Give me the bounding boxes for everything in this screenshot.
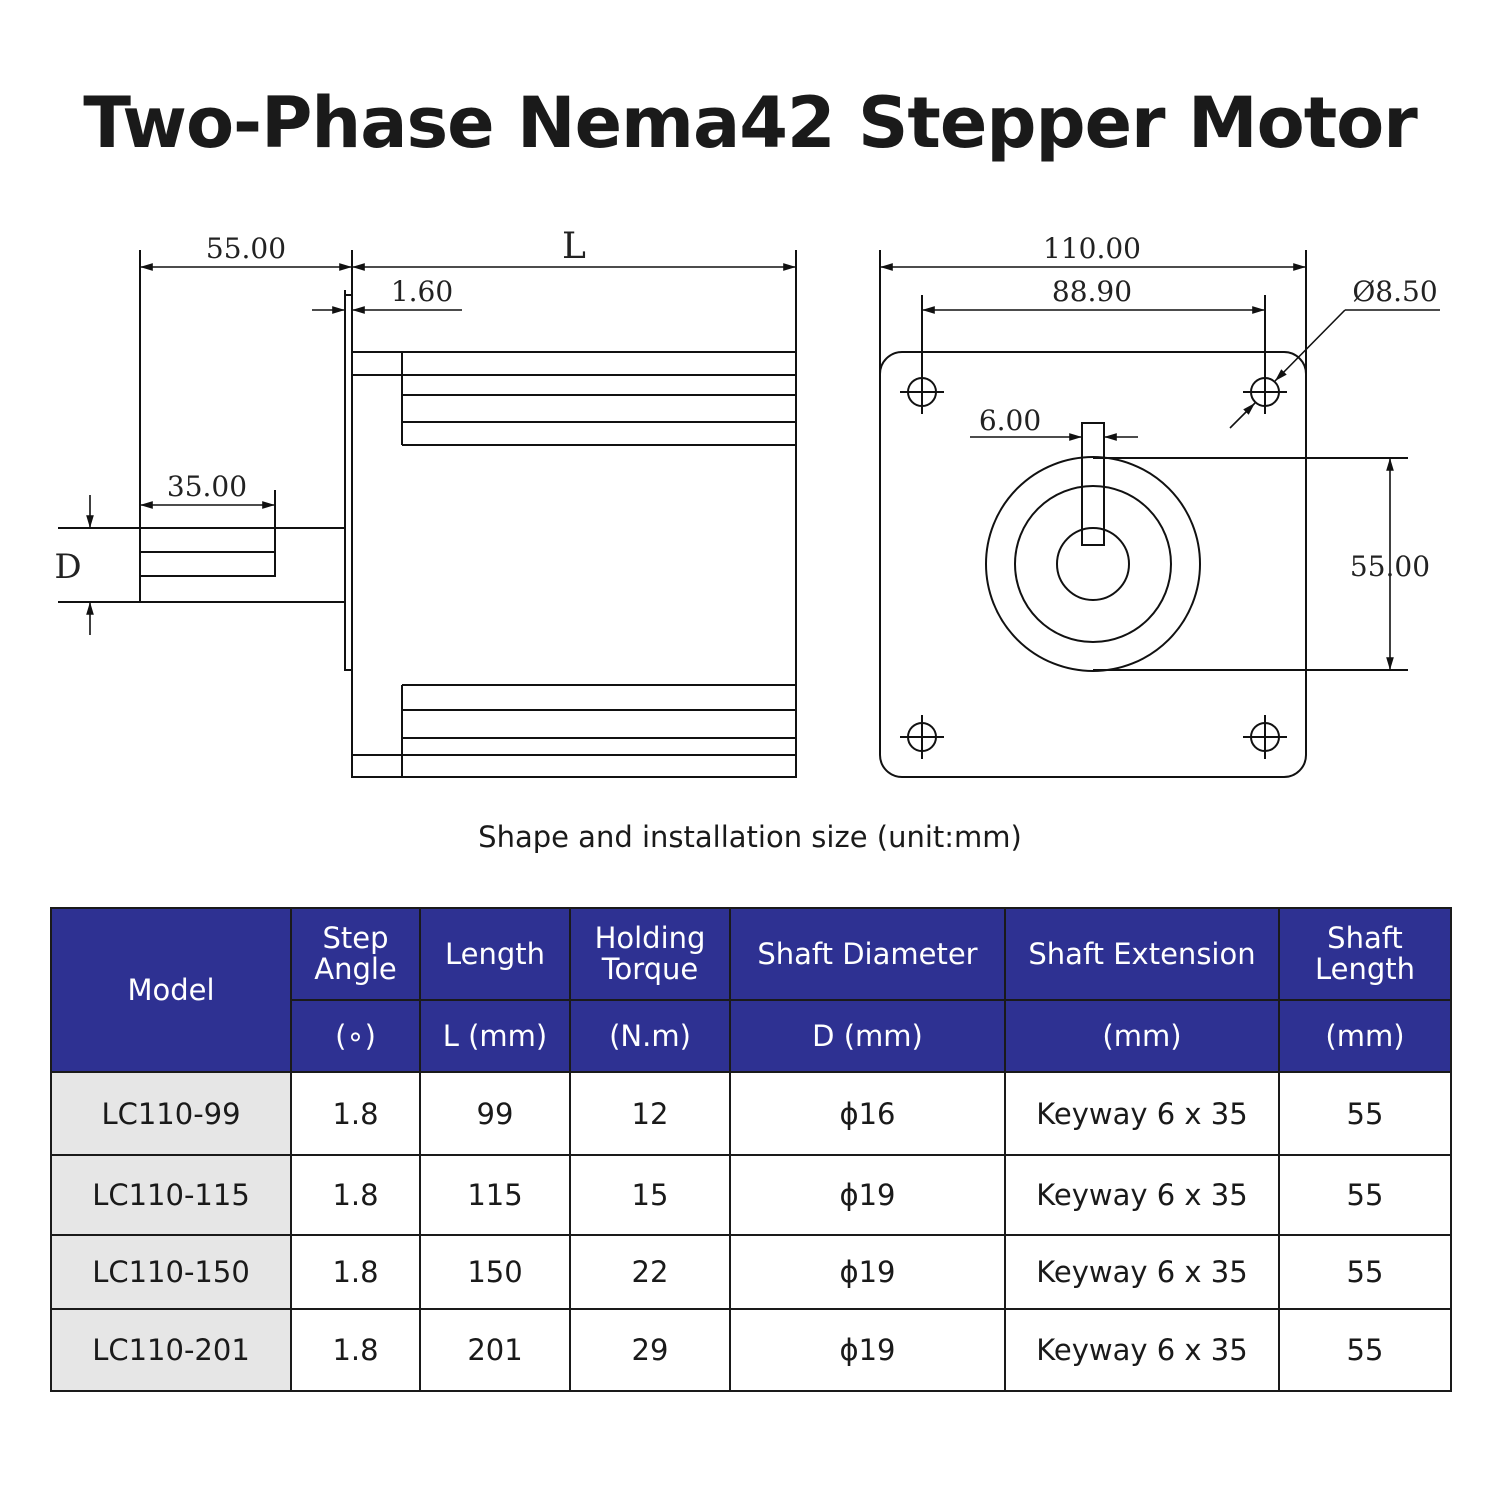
dim-boss-diameter: 55.00: [1350, 550, 1430, 583]
dim-hole-diameter: Ø8.50: [1352, 275, 1437, 308]
cell-shaft-extension: Keyway 6 x 35: [1004, 1154, 1280, 1236]
cell-model: LC110-201: [50, 1308, 292, 1392]
header-length: Length: [419, 907, 571, 1001]
cell-length: 115: [419, 1154, 571, 1236]
table-row: LC110-99 1.8 99 12 ϕ16 Keyway 6 x 35 55: [50, 1071, 1452, 1156]
cell-shaft-extension: Keyway 6 x 35: [1004, 1071, 1280, 1156]
header-step-angle: Step Angle: [290, 907, 421, 1001]
unit-shaft-extension: (mm): [1004, 999, 1280, 1073]
front-view: [879, 250, 1408, 778]
spec-table: Model Step Angle Length Holding Torque S…: [50, 907, 1452, 1392]
cell-length: 201: [419, 1308, 571, 1392]
dimension-drawing: 55.00 L 1.60 35.00 D 110.00 88.90 Ø8.50 …: [54, 226, 1440, 778]
cell-holding-torque: 15: [569, 1154, 731, 1236]
dim-key-width: 6.00: [979, 404, 1041, 437]
cell-shaft-diameter: ϕ19: [729, 1308, 1006, 1392]
dim-hole-spacing: 88.90: [1052, 275, 1132, 308]
cell-shaft-diameter: ϕ19: [729, 1154, 1006, 1236]
cell-model: LC110-99: [50, 1071, 292, 1156]
unit-length: L (mm): [419, 999, 571, 1073]
cell-model: LC110-150: [50, 1234, 292, 1310]
page-title: Two-Phase Nema42 Stepper Motor: [83, 82, 1418, 164]
cell-length: 150: [419, 1234, 571, 1310]
cell-shaft-length: 55: [1278, 1071, 1452, 1156]
cell-shaft-extension: Keyway 6 x 35: [1004, 1308, 1280, 1392]
dim-keyway-length: 35.00: [167, 470, 247, 503]
dim-body-length: L: [562, 226, 586, 267]
unit-shaft-diameter: D (mm): [729, 999, 1006, 1073]
cell-step-angle: 1.8: [290, 1071, 421, 1156]
cell-shaft-length: 55: [1278, 1234, 1452, 1310]
cell-holding-torque: 29: [569, 1308, 731, 1392]
drawing-caption: Shape and installation size (unit:mm): [478, 820, 1022, 854]
cell-length: 99: [419, 1071, 571, 1156]
cell-holding-torque: 22: [569, 1234, 731, 1310]
header-model: Model: [50, 907, 292, 1073]
cell-shaft-length: 55: [1278, 1308, 1452, 1392]
table-row: LC110-150 1.8 150 22 ϕ19 Keyway 6 x 35 5…: [50, 1234, 1452, 1310]
unit-step-angle: (∘): [290, 999, 421, 1073]
table-row: LC110-115 1.8 115 15 ϕ19 Keyway 6 x 35 5…: [50, 1154, 1452, 1236]
header-holding-torque: Holding Torque: [569, 907, 731, 1001]
header-shaft-length: Shaft Length: [1278, 907, 1452, 1001]
unit-holding-torque: (N.m): [569, 999, 731, 1073]
side-view: [58, 250, 797, 778]
cell-shaft-extension: Keyway 6 x 35: [1004, 1234, 1280, 1310]
dim-width: 110.00: [1043, 232, 1141, 265]
dim-shaft-diameter: D: [54, 547, 81, 587]
cell-holding-torque: 12: [569, 1071, 731, 1156]
cell-model: LC110-115: [50, 1154, 292, 1236]
mounting-holes: [900, 370, 1287, 759]
cell-shaft-length: 55: [1278, 1154, 1452, 1236]
cell-step-angle: 1.8: [290, 1308, 421, 1392]
header-shaft-diameter: Shaft Diameter: [729, 907, 1006, 1001]
cell-step-angle: 1.8: [290, 1154, 421, 1236]
unit-shaft-length: (mm): [1278, 999, 1452, 1073]
dim-flange: 1.60: [391, 275, 453, 308]
dim-shaft-length: 55.00: [206, 232, 286, 265]
table-row: LC110-201 1.8 201 29 ϕ19 Keyway 6 x 35 5…: [50, 1308, 1452, 1392]
header-shaft-extension: Shaft Extension: [1004, 907, 1280, 1001]
cell-step-angle: 1.8: [290, 1234, 421, 1310]
cell-shaft-diameter: ϕ16: [729, 1071, 1006, 1156]
cell-shaft-diameter: ϕ19: [729, 1234, 1006, 1310]
